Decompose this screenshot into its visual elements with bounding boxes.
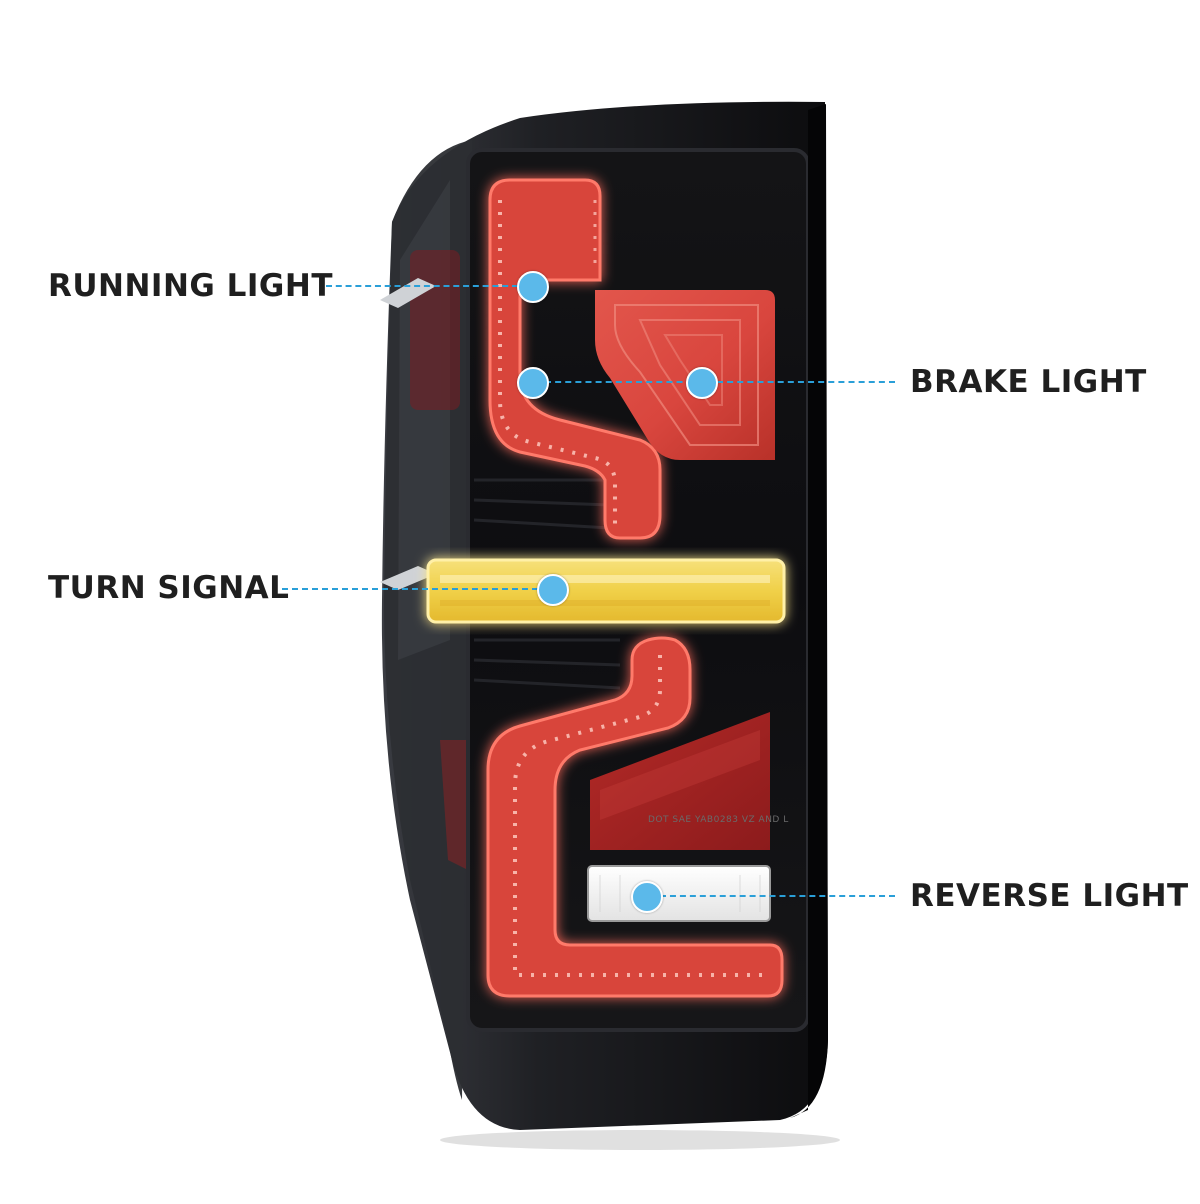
upper-led-tube: [488, 178, 662, 540]
running-light-marker: [517, 271, 549, 303]
turn-signal-bar: [426, 558, 786, 624]
running-light-leader-line: [326, 285, 518, 287]
turn-signal-leader-line: [282, 588, 538, 590]
red-reflector-sheen: [600, 730, 760, 820]
running-light-label: RUNNING LIGHT: [48, 268, 333, 304]
chrome-clip-mid: [380, 566, 436, 590]
louvers: [473, 478, 621, 690]
red-reflector: [590, 712, 770, 850]
running-light-marker-lower: [517, 367, 549, 399]
brake-light-label: BRAKE LIGHT: [910, 364, 1147, 400]
brake-light-leader-line: [545, 381, 895, 383]
housing-edge: [790, 104, 828, 1118]
brake-led-panel: [595, 290, 775, 460]
lower-led-tube: [486, 636, 784, 998]
side-red-lower: [440, 740, 470, 870]
turn-signal-marker: [537, 574, 569, 606]
reverse-light-label: REVERSE LIGHT: [910, 878, 1189, 914]
reverse-light-leader-line: [660, 895, 895, 897]
brake-light-marker: [686, 367, 718, 399]
lens-marking: DOT SAE YAB0283 VZ AND L: [648, 815, 789, 825]
reverse-lens: [587, 865, 771, 922]
side-red-upper: [410, 250, 460, 410]
ground-shadow: [440, 1130, 840, 1150]
turn-signal-label: TURN SIGNAL: [48, 570, 290, 606]
reverse-light-marker: [631, 881, 663, 913]
